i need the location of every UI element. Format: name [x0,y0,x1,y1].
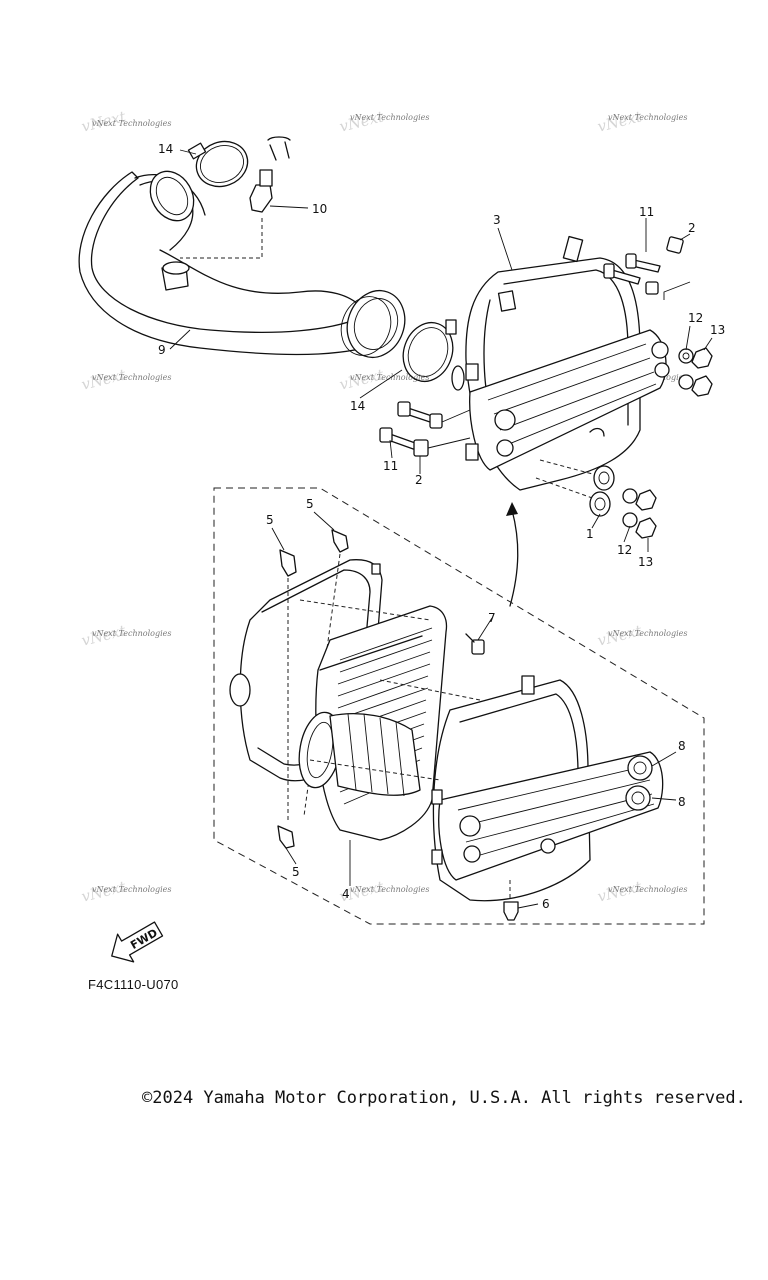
callout-6: 6 [542,897,550,911]
callout-11-lower: 11 [383,459,398,473]
callout-2-lower: 2 [415,473,423,487]
drain-plug-drawing [503,880,519,921]
callout-7: 7 [488,611,496,625]
grommets-drawing [625,755,653,811]
callout-14-upper: 14 [158,142,173,156]
hose-clamp-lower-drawing [402,319,457,383]
watermark-text: vNext Technologies [350,373,429,382]
copyright-notice: ©2024 Yamaha Motor Corporation, U.S.A. A… [142,1088,746,1108]
bolts-lower-left-drawing [379,401,471,457]
callout-9: 9 [158,343,166,357]
watermark-text: vNext Technologies [92,373,171,382]
breather-fitting-drawing [180,136,291,259]
callout-8-upper: 8 [678,739,686,753]
watermark-text: vNext Technologies [608,629,687,638]
watermark-text: vNext Technologies [92,119,171,128]
grommets-nuts-lower-drawing [535,459,657,539]
hose-clamp-upper-drawing [187,140,249,188]
leader-lines [169,149,713,909]
callout-1: 1 [586,527,594,541]
watermark-text: vNext Technologies [608,113,687,122]
callout-3: 3 [493,213,501,227]
callout-5-a: 5 [266,513,274,527]
assembly-arrow [506,502,519,607]
callout-10: 10 [312,202,327,216]
callout-14-lower: 14 [350,399,365,413]
intake-joint-drawing [298,711,421,797]
callouts: 14 10 9 3 11 2 12 13 14 11 2 1 12 13 5 5… [158,142,725,911]
callout-5-c: 5 [292,865,300,879]
screw-drawing [465,633,485,655]
air-cleaner-case-upper-drawing [451,235,670,491]
watermark-text: vNext Technologies [608,885,687,894]
fwd-direction-arrow: FWD [111,921,164,963]
callout-13-lower: 13 [638,555,653,569]
case-body-lower-drawing [431,675,664,902]
figure-code: F4C1110-U070 [88,977,179,992]
watermark-text: vNext Technologies [92,885,171,894]
watermark-text: vNext Technologies [92,629,171,638]
watermark-text: vNext Technologies [350,885,429,894]
watermark-text: vNext Technologies [350,113,429,122]
callout-4: 4 [342,887,350,901]
callout-12-lower: 12 [617,543,632,557]
alignment-lines [299,599,481,781]
callout-11-upper: 11 [639,205,654,219]
exploded-view-boundary [213,487,705,925]
callout-5-b: 5 [306,497,314,511]
bolts-upper-right-drawing [603,236,691,300]
callout-12-upper: 12 [688,311,703,325]
callout-13-upper: 13 [710,323,725,337]
callout-2-upper: 2 [688,221,696,235]
callout-8-lower: 8 [678,795,686,809]
intake-duct-drawing [78,170,406,359]
nuts-washers-upper-drawing [678,347,713,397]
